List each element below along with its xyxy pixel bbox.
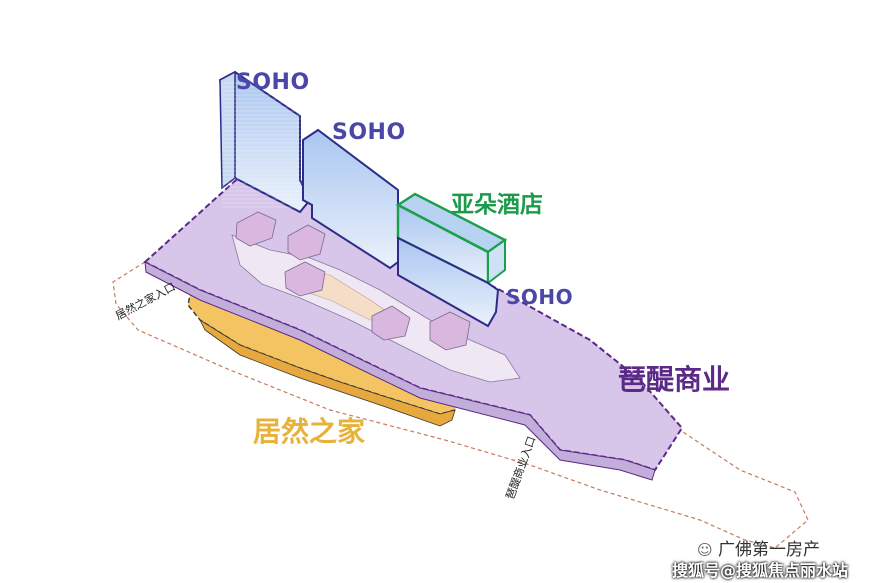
wechat-icon: ☺ [697, 541, 713, 559]
site-boundary [112, 261, 809, 549]
home-label: 居然之家 [253, 415, 366, 448]
watermark-line1: ☺ 广佛第一房产 [697, 535, 820, 560]
home-mass-side [199, 318, 456, 427]
hotel-block-side [487, 238, 506, 286]
podium-side [144, 261, 656, 481]
tower-2-front [302, 128, 399, 270]
tower-3-front [397, 236, 500, 328]
hotel-label: 亚朵酒店 [451, 192, 543, 218]
commercial-entrance-label: 琶醍商业入口 [503, 434, 539, 501]
home-entrance-label: 居然之家入口 [113, 279, 178, 322]
soho-label-1: SOHO [236, 70, 310, 95]
roof-boxes [235, 211, 471, 351]
soho-label-3: SOHO [506, 285, 574, 309]
watermark-text-1: 广佛第一房产 [718, 540, 821, 560]
commercial-label: 琶醍商业 [618, 363, 731, 396]
soho-label-2: SOHO [332, 120, 406, 145]
watermark-line2: 搜狐号@搜狐焦点丽水站 [672, 561, 849, 580]
